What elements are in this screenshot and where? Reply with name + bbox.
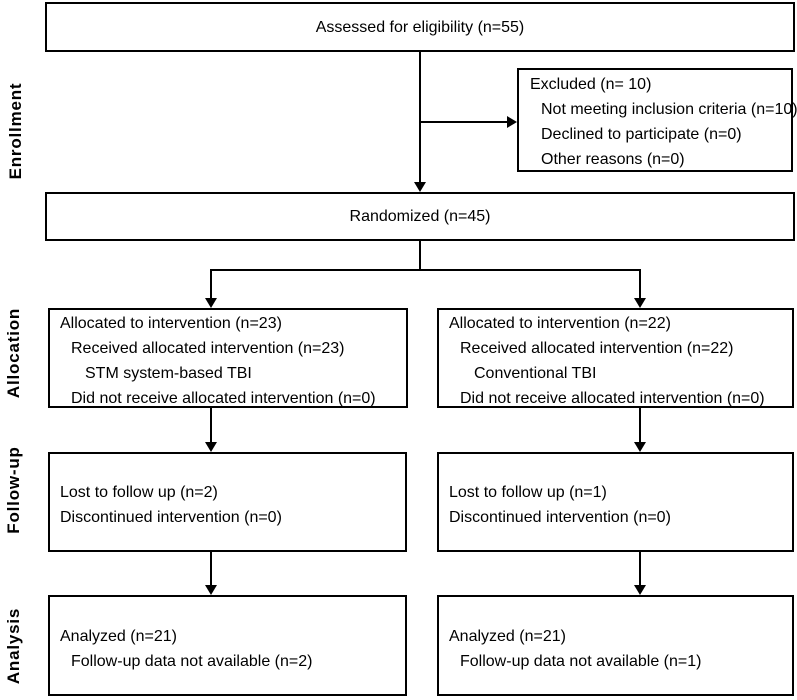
allocation-left-title: Allocated to intervention (n=23) xyxy=(60,315,282,332)
stage-label-allocation: Allocation xyxy=(4,307,23,399)
connector-allocation-followup-left-line xyxy=(210,408,212,443)
assessed-eligibility-text: Assessed for eligibility (n=55) xyxy=(315,18,525,36)
box-excluded: Excluded (n= 10) Not meeting inclusion c… xyxy=(517,68,797,172)
box-randomized: Randomized (n=45) xyxy=(45,192,795,241)
allocation-right-not-received: Did not receive allocated intervention (… xyxy=(460,390,765,407)
connector-allocation-followup-left-arrowhead xyxy=(205,442,217,452)
connector-split-left-line xyxy=(210,269,212,299)
analysis-right-analyzed: Analyzed (n=21) xyxy=(449,628,566,645)
connector-split-right-arrowhead xyxy=(634,298,646,308)
allocation-right-title: Allocated to intervention (n=22) xyxy=(449,315,671,332)
connector-assessed-randomized-arrowhead xyxy=(414,182,426,192)
analysis-left-missing: Follow-up data not available (n=2) xyxy=(71,653,313,670)
excluded-not-meeting-criteria: Not meeting inclusion criteria (n=10) xyxy=(541,101,797,118)
followup-left-lost: Lost to follow up (n=2) xyxy=(60,484,218,501)
connector-allocation-followup-right-arrowhead xyxy=(634,442,646,452)
excluded-other-reasons: Other reasons (n=0) xyxy=(541,151,685,168)
connector-split-horizontal xyxy=(211,269,641,271)
box-followup-control: Lost to follow up (n=1) Discontinued int… xyxy=(437,452,794,552)
box-allocation-control: Allocated to intervention (n=22) Receive… xyxy=(437,308,794,408)
allocation-right-received: Received allocated intervention (n=22) xyxy=(460,340,734,357)
connector-followup-analysis-left-line xyxy=(210,552,212,586)
analysis-left-analyzed: Analyzed (n=21) xyxy=(60,628,177,645)
connector-split-left-arrowhead xyxy=(205,298,217,308)
connector-split-right-line xyxy=(639,269,641,299)
connector-assessed-randomized-line xyxy=(419,52,421,183)
connector-followup-analysis-left-arrowhead xyxy=(205,585,217,595)
connector-followup-analysis-right-arrowhead xyxy=(634,585,646,595)
connector-allocation-followup-right-line xyxy=(639,408,641,443)
analysis-right-missing: Follow-up data not available (n=1) xyxy=(460,653,702,670)
followup-right-lost: Lost to follow up (n=1) xyxy=(449,484,607,501)
excluded-declined: Declined to participate (n=0) xyxy=(541,126,742,143)
followup-right-discontinued: Discontinued intervention (n=0) xyxy=(449,509,671,526)
box-assessed-eligibility: Assessed for eligibility (n=55) xyxy=(45,2,795,52)
box-allocation-intervention: Allocated to intervention (n=23) Receive… xyxy=(48,308,408,408)
connector-randomized-stem xyxy=(419,241,421,271)
box-analysis-intervention: Analyzed (n=21) Follow-up data not avail… xyxy=(48,595,407,696)
connector-excluded-line xyxy=(420,121,508,123)
stage-label-followup: Follow-up xyxy=(4,446,23,534)
stage-label-analysis: Analysis xyxy=(4,607,23,685)
allocation-left-received: Received allocated intervention (n=23) xyxy=(71,340,345,357)
randomized-text: Randomized (n=45) xyxy=(349,208,491,225)
connector-excluded-arrowhead xyxy=(507,116,517,128)
allocation-left-not-received: Did not receive allocated intervention (… xyxy=(71,390,376,407)
connector-followup-analysis-right-line xyxy=(639,552,641,586)
allocation-left-arm: STM system-based TBI xyxy=(85,365,252,382)
box-analysis-control: Analyzed (n=21) Follow-up data not avail… xyxy=(437,595,794,696)
stage-label-enrollment: Enrollment xyxy=(6,82,25,180)
box-followup-intervention: Lost to follow up (n=2) Discontinued int… xyxy=(48,452,407,552)
allocation-right-arm: Conventional TBI xyxy=(474,365,597,382)
excluded-title: Excluded (n= 10) xyxy=(530,76,652,93)
followup-left-discontinued: Discontinued intervention (n=0) xyxy=(60,509,282,526)
